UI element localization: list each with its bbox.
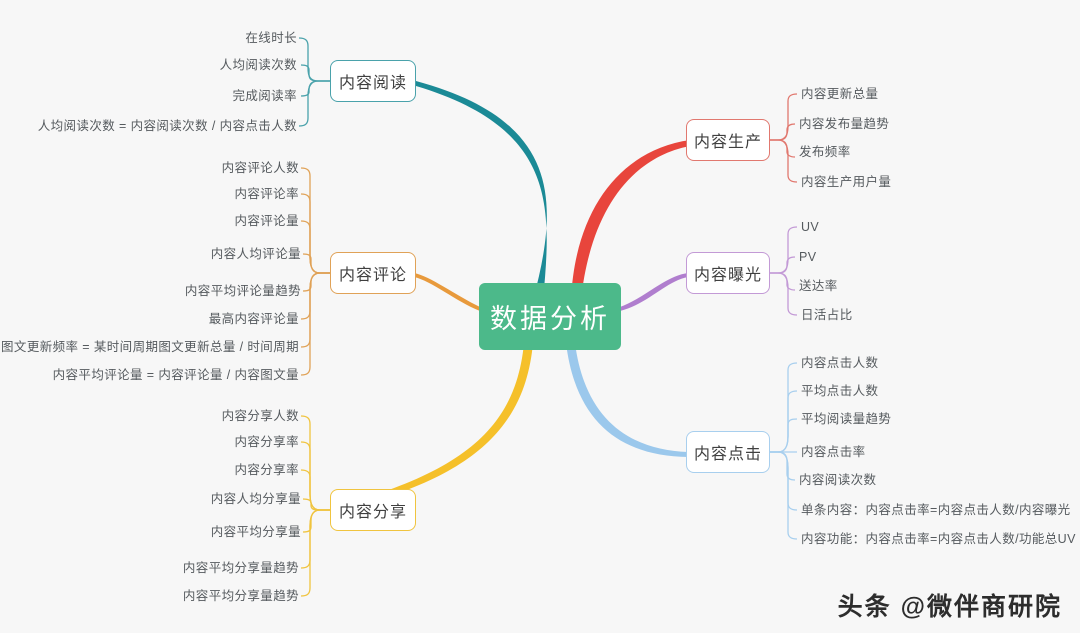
leaf-label[interactable]: 日活占比 (801, 308, 853, 322)
leaf-label[interactable]: 发布频率 (799, 145, 851, 159)
watermark: 头条 @微伴商研院 (837, 593, 1062, 621)
center-node[interactable]: 数据分析 (479, 283, 621, 350)
leaf-label[interactable]: 内容生产用户量 (801, 175, 892, 189)
leaf-label[interactable]: 内容平均分享量趋势 (182, 589, 299, 603)
leaf-label[interactable]: 内容分享率 (234, 435, 299, 449)
leaf-label[interactable]: 内容人均分享量 (210, 492, 301, 506)
branch-node-content-production[interactable]: 内容生产 (686, 119, 770, 161)
leaf-label[interactable]: 内容功能：内容点击率=内容点击人数/功能总UV (801, 532, 1076, 546)
leaf-label[interactable]: 送达率 (799, 279, 838, 293)
leaf-label[interactable]: 内容更新总量 (801, 87, 879, 101)
leaf-label[interactable]: 内容平均评论量 = 内容评论量 / 内容图文量 (52, 368, 299, 382)
leaf-label[interactable]: 内容点击人数 (801, 356, 879, 370)
leaf-label[interactable]: 完成阅读率 (232, 89, 297, 103)
leaf-label[interactable]: 平均点击人数 (801, 384, 879, 398)
leaf-label[interactable]: 内容评论量 (234, 214, 299, 228)
leaf-label[interactable]: UV (801, 220, 820, 234)
main-branch-content-comment (414, 273, 480, 311)
branch-node-content-share[interactable]: 内容分享 (330, 489, 416, 531)
leaf-label[interactable]: 图文更新频率 = 某时间周期图文更新总量 / 时间周期 (1, 340, 299, 354)
main-branch-content-exposure (620, 273, 688, 311)
leaf-label[interactable]: 内容平均分享量 (210, 525, 301, 539)
leaf-label[interactable]: 内容点击率 (801, 445, 866, 459)
leaf-label[interactable]: 人均阅读次数 (219, 58, 297, 72)
leaf-label[interactable]: 平均阅读量趋势 (801, 412, 892, 426)
leaf-label[interactable]: 内容评论人数 (221, 161, 299, 175)
leaf-label[interactable]: 内容阅读次数 (799, 473, 877, 487)
main-branch-content-production (571, 140, 690, 300)
main-branch-content-reading (416, 81, 547, 300)
main-branch-content-share (333, 343, 533, 512)
branch-node-content-comment[interactable]: 内容评论 (330, 252, 416, 294)
leaf-label[interactable]: 在线时长 (245, 31, 297, 45)
leaf-label[interactable]: 人均阅读次数 = 内容阅读次数 / 内容点击人数 (37, 119, 297, 133)
leaf-label[interactable]: 内容分享人数 (221, 409, 299, 423)
leaf-label[interactable]: 内容评论率 (234, 187, 299, 201)
leaf-label[interactable]: 内容平均分享量趋势 (182, 561, 299, 575)
branch-node-content-click[interactable]: 内容点击 (686, 431, 770, 473)
leaf-label[interactable]: PV (799, 250, 817, 264)
leaf-label[interactable]: 内容发布量趋势 (799, 117, 890, 131)
leaf-label[interactable]: 单条内容：内容点击率=内容点击人数/内容曝光 (801, 503, 1071, 517)
branch-node-content-reading[interactable]: 内容阅读 (330, 60, 416, 102)
leaf-label[interactable]: 内容人均评论量 (210, 247, 301, 261)
leaf-label[interactable]: 内容平均评论量趋势 (184, 284, 301, 298)
branch-node-content-exposure[interactable]: 内容曝光 (686, 252, 770, 294)
leaf-label[interactable]: 内容分享率 (234, 463, 299, 477)
leaf-label[interactable]: 最高内容评论量 (208, 312, 299, 326)
main-branch-content-click (566, 343, 688, 457)
